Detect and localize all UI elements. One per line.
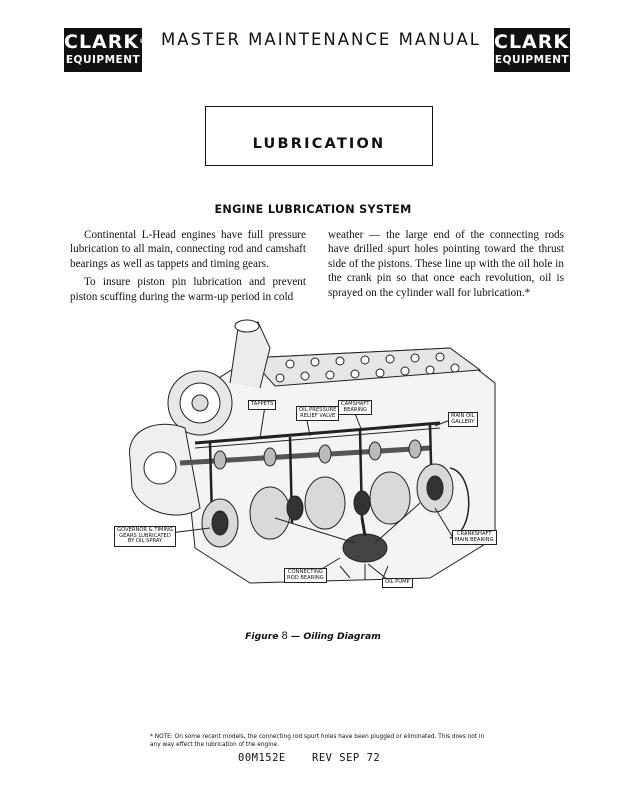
- paragraph: Continental L-Head engines have full pre…: [70, 229, 306, 270]
- section-title-box: [205, 106, 433, 166]
- manual-title: MASTER MAINTENANCE MANUAL: [160, 30, 482, 49]
- section-title: LUBRICATION: [252, 136, 386, 152]
- engine-illustration: [129, 319, 496, 584]
- text-column-right: weather — the large end of the connectin…: [328, 228, 564, 304]
- text-column-left: Continental L-Head engines have full pre…: [70, 228, 306, 308]
- paragraph: weather — the large end of the connectin…: [328, 229, 564, 299]
- article-heading: ENGINE LUBRICATION SYSTEM: [214, 203, 412, 216]
- callout-oil-pump: OIL PUMP: [382, 578, 413, 588]
- revision-date: REV SEP 72: [312, 752, 381, 764]
- callout-tappets: TAPPETS: [248, 400, 277, 410]
- paragraph: To insure piston pin lubrication and pre…: [70, 276, 306, 303]
- clark-logo-right: CLARK® EQUIPMENT: [494, 28, 575, 72]
- document-id: 00M152E: [238, 752, 286, 764]
- figure-caption: Figure 8 — Oiling Diagram: [245, 630, 381, 642]
- clark-logo-left: CLARK® EQUIPMENT: [64, 28, 145, 72]
- footnote: * NOTE: On some recent models, the conne…: [150, 734, 485, 748]
